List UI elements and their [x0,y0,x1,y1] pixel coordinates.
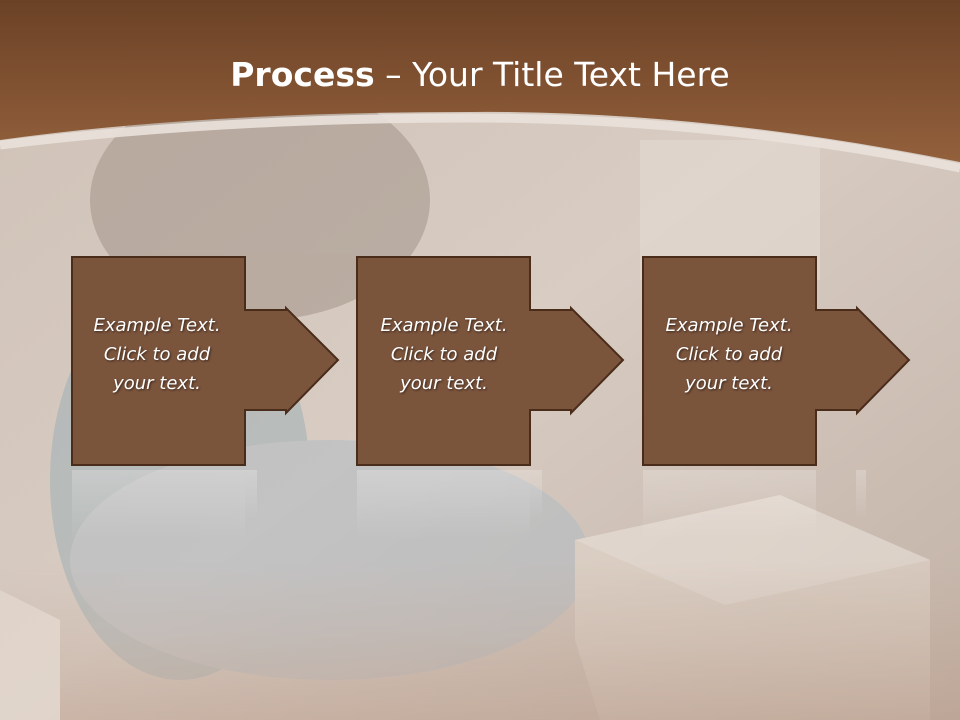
step-3-text[interactable]: Example Text. Click to add your text. [665,315,793,394]
title-bold: Process [230,55,375,94]
step-reflections [72,470,866,540]
step-2-text[interactable]: Example Text. Click to add your text. [380,315,508,394]
step-1-shape[interactable] [71,256,340,466]
title-rest: – Your Title Text Here [374,55,730,94]
step-3-shape[interactable] [642,256,911,466]
step-1-text[interactable]: Example Text. Click to add your text. [93,315,221,394]
header-band [0,0,960,162]
slide-title[interactable]: Process – Your Title Text Here [0,52,960,98]
step-2-shape[interactable] [356,256,625,466]
